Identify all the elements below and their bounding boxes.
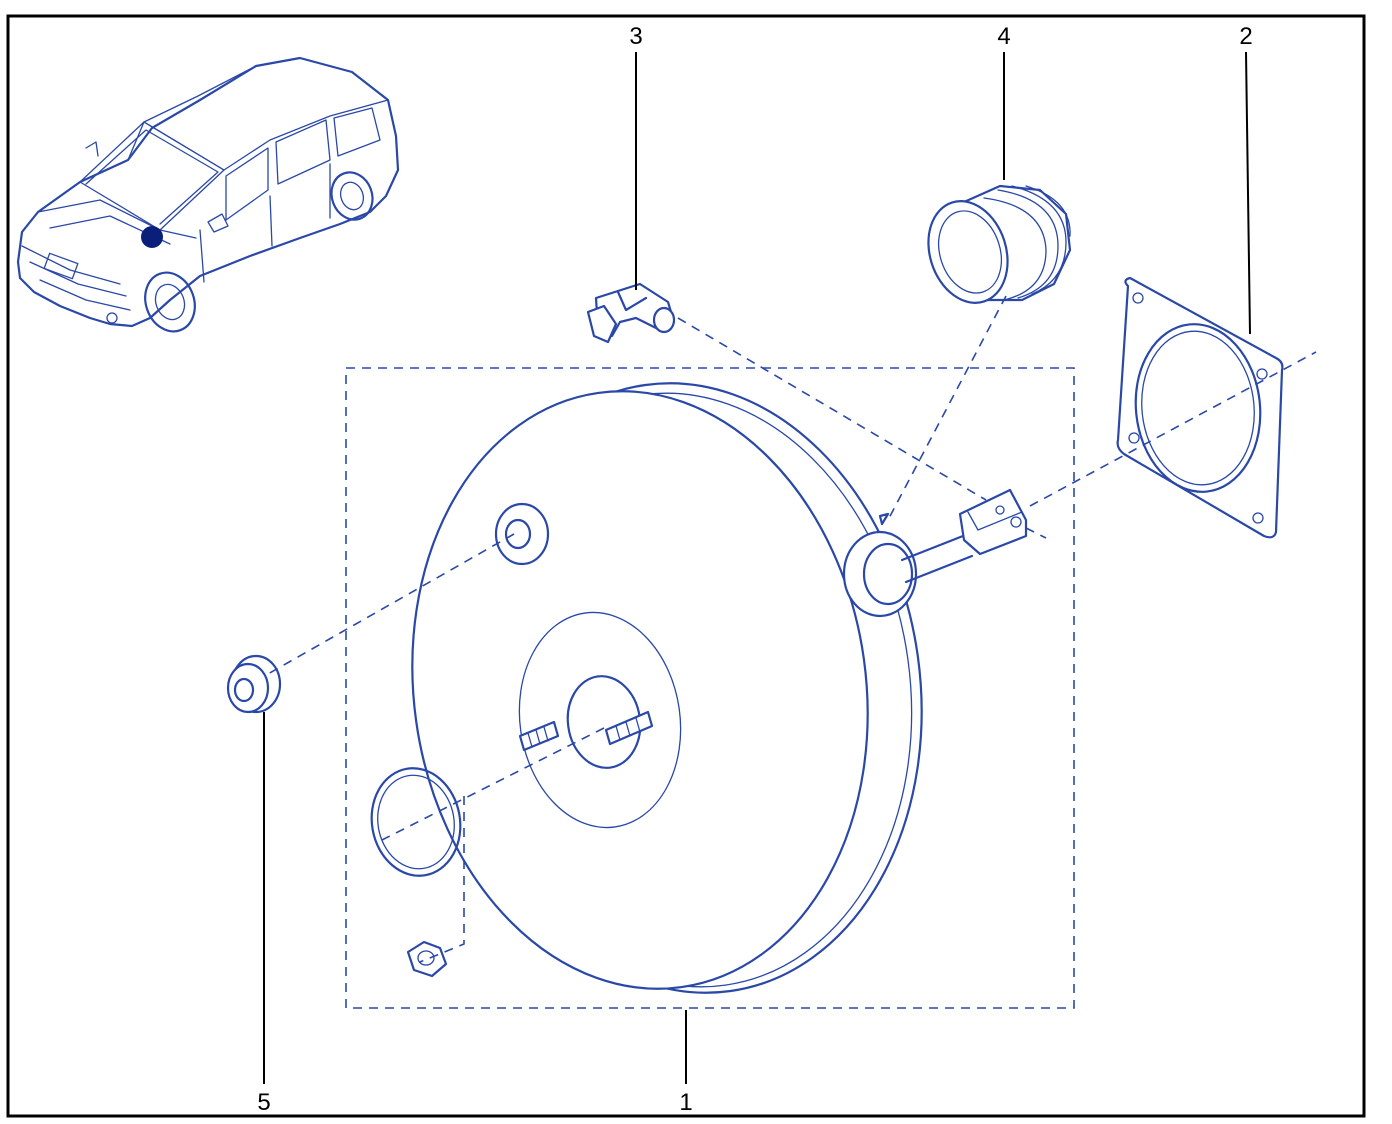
callout-4: 4 [997, 23, 1010, 50]
assembly-group-box [345, 367, 1075, 1009]
vacuum-elbow-icon [586, 282, 676, 344]
brake-booster-icon [411, 382, 1028, 994]
callout-1: 1 [679, 1089, 692, 1116]
leader-2 [1245, 51, 1251, 335]
car-icon [16, 56, 400, 333]
callout-5: 5 [257, 1089, 270, 1116]
callout-2: 2 [1239, 23, 1252, 50]
nut-icon [406, 940, 448, 978]
stud-left [518, 720, 560, 752]
callout-3: 3 [629, 23, 642, 50]
location-marker [141, 226, 163, 248]
stud-right [604, 710, 654, 746]
gasket-icon [1116, 276, 1284, 539]
grommet-icon [226, 654, 282, 714]
assembly-lines [267, 295, 1317, 963]
bellows-boot-icon [927, 184, 1072, 304]
seal-ring-icon [370, 767, 462, 877]
